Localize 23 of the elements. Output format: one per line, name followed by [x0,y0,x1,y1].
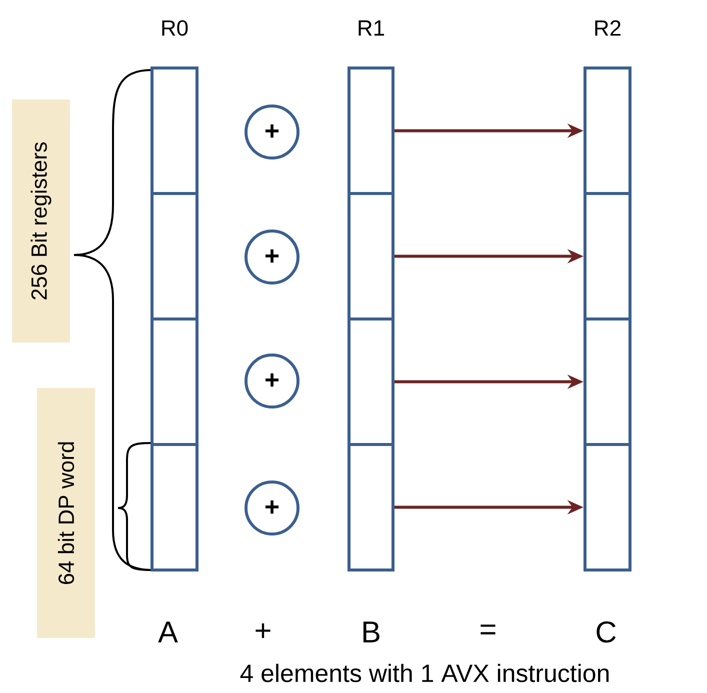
register-cell [348,192,394,320]
register-cell [150,66,198,195]
caption: 4 elements with 1 AVX instruction [240,664,609,682]
register-cell [584,66,632,195]
register-cell [150,192,198,320]
operand-label: B [363,622,380,642]
label-box: 256 Bit registers [12,100,70,342]
register-cell [348,443,394,572]
operand-label: A [158,622,178,642]
node-label: R0 [162,20,188,36]
register-cell [584,192,632,320]
node-label: R2 [595,20,620,36]
operand-label: C [596,621,616,643]
register-cell [584,318,632,446]
register-cell [348,318,394,446]
register-cell [150,443,198,572]
operand-label: + [256,623,270,638]
register-cell [584,443,632,572]
operand-label: = [480,624,496,634]
node-label: R1 [358,20,384,36]
label-box: 64 bit DP word [37,388,95,638]
register-cell [150,318,198,446]
register-cell [348,66,394,195]
